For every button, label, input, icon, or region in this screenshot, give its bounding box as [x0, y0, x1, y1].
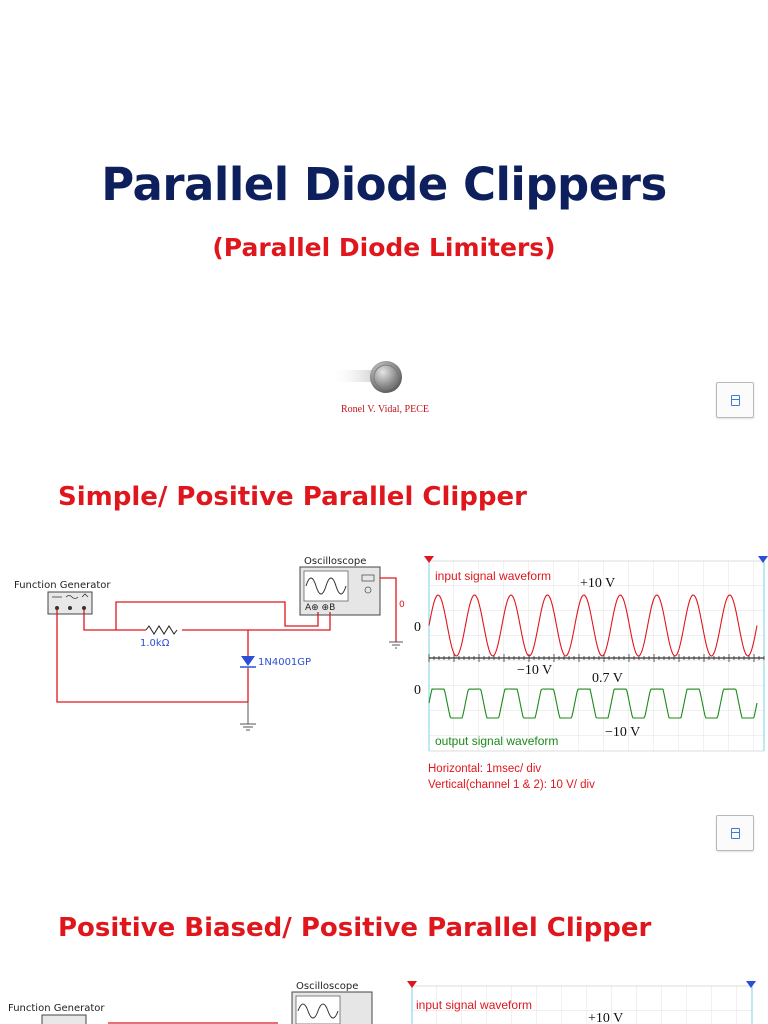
resistor-symbol [146, 626, 177, 634]
navigation-button-icon [731, 828, 740, 839]
circuit-schematic-2: Function Generator Oscilloscope [0, 975, 400, 1024]
minus10-input-label: −10 V [517, 663, 552, 678]
diode-symbol [241, 656, 255, 666]
scope-settings-notes: Horizontal: 1msec/ div Vertical(channel … [428, 761, 595, 793]
navigation-button[interactable] [716, 815, 754, 851]
ground-symbol [240, 642, 403, 730]
circuit-schematic: Function Generator Oscilloscope A⊕ ⊕B 1.… [0, 550, 415, 740]
navigation-button[interactable] [716, 382, 754, 418]
scope-terminals-label: A⊕ ⊕B [305, 603, 335, 613]
waveform-display: input signal waveform +10 V 0 −10 V 0.7 … [400, 555, 768, 755]
slide3-heading: Positive Biased/ Positive Parallel Clipp… [58, 913, 651, 943]
clip-level-label: 0.7 V [592, 671, 623, 686]
waveform-display-2: input signal waveform +10 V [400, 978, 768, 1024]
function-generator-label: Function Generator [14, 580, 111, 591]
oscilloscope-label-2: Oscilloscope [296, 981, 358, 992]
oscilloscope-label: Oscilloscope [304, 556, 366, 567]
plus10-label-2: +10 V [588, 1011, 623, 1024]
author-credit: Ronel V. Vidal, PECE [300, 404, 470, 415]
slide-title: Parallel Diode Clippers [0, 158, 768, 211]
minus10-output-label: −10 V [605, 725, 640, 740]
navigation-button-icon [731, 395, 740, 406]
vertical-setting: Vertical(channel 1 & 2): 10 V/ div [428, 777, 595, 793]
resistor-label: 1.0kΩ [140, 638, 170, 649]
function-generator-label-2: Function Generator [8, 1003, 105, 1014]
slide-subtitle: (Parallel Diode Limiters) [0, 233, 768, 262]
output-zero-label: 0 [414, 683, 421, 698]
slide2-heading: Simple/ Positive Parallel Clipper [58, 482, 527, 512]
horizontal-setting: Horizontal: 1msec/ div [428, 761, 595, 777]
input-signal-label-2: input signal waveform [416, 998, 532, 1012]
input-signal-label: input signal waveform [435, 569, 551, 583]
coin-logo-icon [330, 358, 410, 398]
output-signal-label: output signal waveform [435, 734, 558, 748]
plus10-label: +10 V [580, 576, 615, 591]
diode-label: 1N4001GP [258, 657, 311, 668]
input-zero-label: 0 [414, 620, 421, 635]
